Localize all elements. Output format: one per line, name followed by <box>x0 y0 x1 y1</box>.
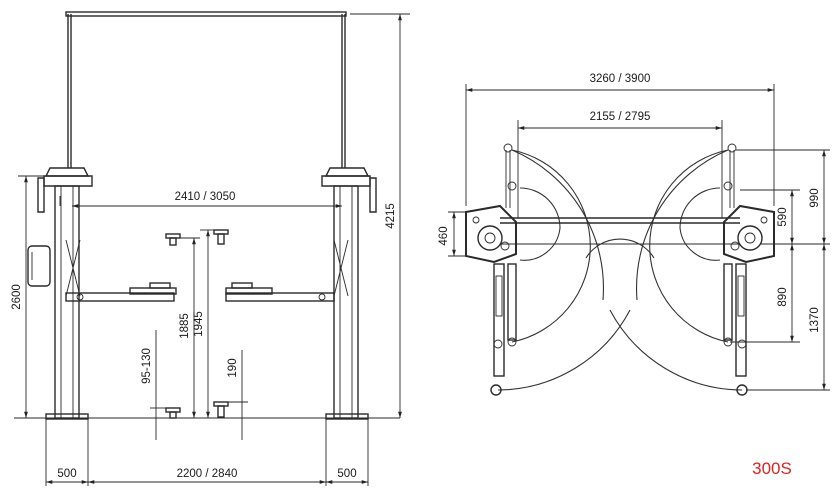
dim-arm-reach-front: 1370 <box>809 307 821 333</box>
cross-beam <box>500 217 740 245</box>
dim-right-margin: 500 <box>337 468 356 480</box>
left-post-base <box>465 204 517 264</box>
dim-overhead-height: 4215 <box>385 203 397 229</box>
dim-min-height: 190 <box>227 358 239 377</box>
lift-arms <box>65 282 335 302</box>
dim-inner-width-top: 2155 / 2795 <box>590 111 651 123</box>
dim-overall-width: 3260 / 3900 <box>590 73 651 85</box>
dim-min-pad-height: 95-130 <box>141 348 153 384</box>
dim-column-spacing: 2410 / 3050 <box>175 191 236 203</box>
overhead-frame <box>65 11 347 168</box>
front-dimensions: 2410 / 3050 4215 2600 1885 1945 95-130 <box>11 13 410 486</box>
rear-arms <box>503 143 737 208</box>
dim-arm-reach-rear: 990 <box>809 188 821 207</box>
right-post-base <box>723 204 775 264</box>
left-column <box>27 167 93 420</box>
dim-max-pad-height: 1885 <box>179 313 191 339</box>
top-dimensions: 3260 / 3900 2155 / 2795 460 990 590 <box>438 73 830 391</box>
dim-base-depth: 460 <box>438 226 450 245</box>
dim-inner-width: 2200 / 2840 <box>177 468 238 480</box>
dim-max-lift-height: 1945 <box>193 311 205 337</box>
front-view: 2410 / 3050 4215 2600 1885 1945 95-130 <box>11 11 410 486</box>
dim-arm-offset-rear: 590 <box>777 207 789 226</box>
top-view: 3260 / 3900 2155 / 2795 460 990 590 <box>438 73 830 396</box>
dim-left-margin: 500 <box>57 468 76 480</box>
model-label: 300S <box>752 459 792 478</box>
dim-arm-offset-front: 890 <box>777 287 789 306</box>
front-arms <box>490 263 748 396</box>
dim-column-height: 2600 <box>11 284 23 310</box>
arm-swing-arcs <box>497 149 743 391</box>
